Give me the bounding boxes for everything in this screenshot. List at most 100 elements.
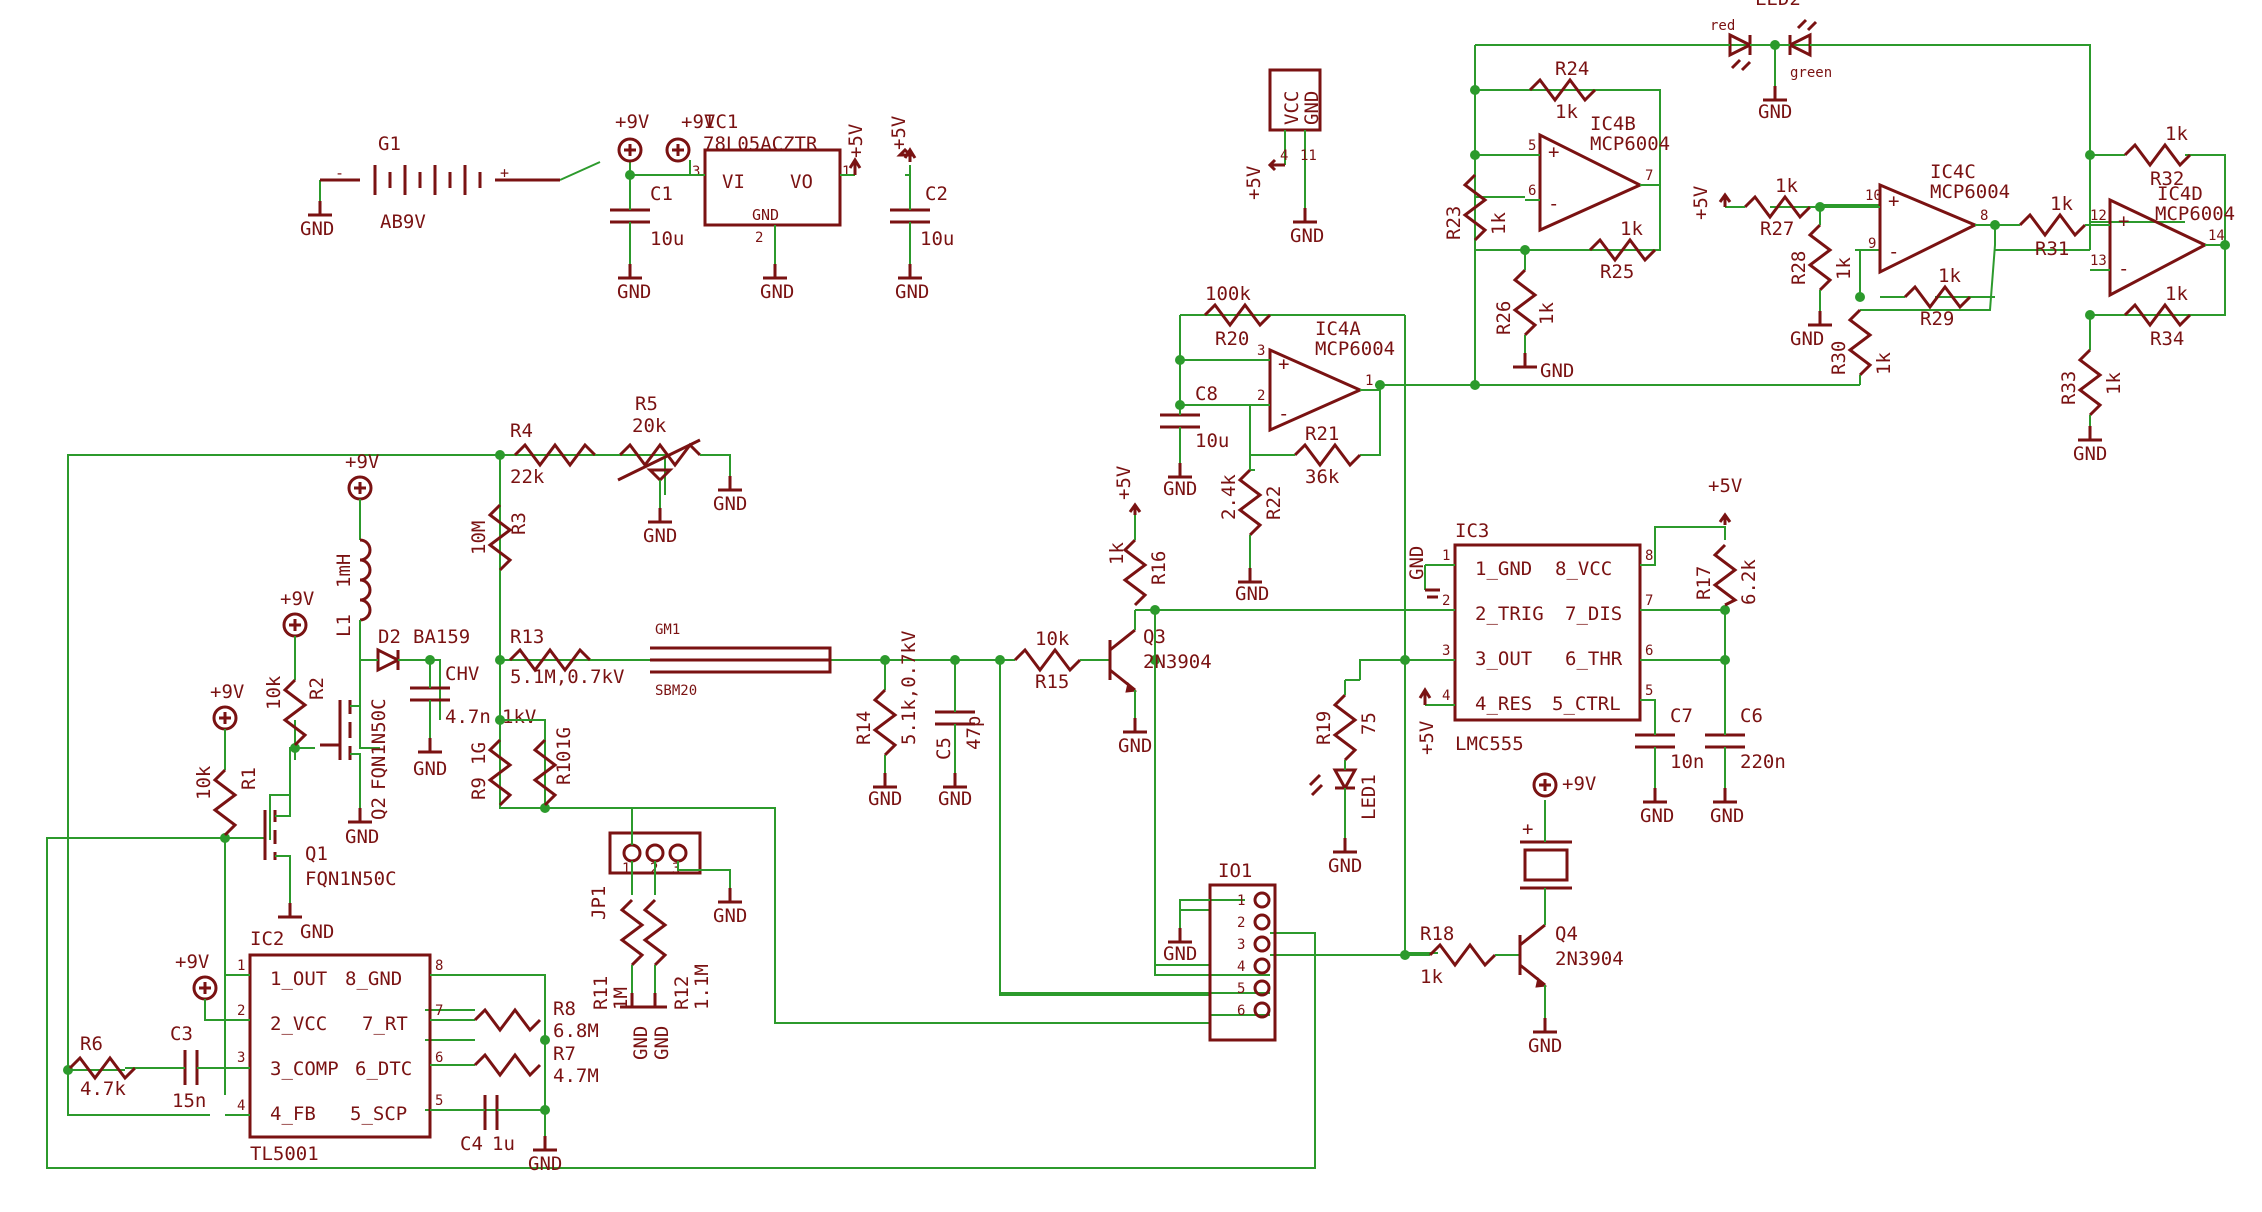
capacitor-c4: GND C4 1u	[460, 1095, 562, 1175]
resistor-r34: 1k R34	[2123, 283, 2192, 350]
svg-text:2: 2	[755, 230, 763, 246]
svg-text:8: 8	[435, 958, 443, 974]
svg-text:+9V: +9V	[345, 451, 379, 473]
svg-text:5_CTRL: 5_CTRL	[1552, 693, 1621, 715]
svg-text:11: 11	[1300, 148, 1317, 164]
svg-text:R24: R24	[1555, 58, 1589, 80]
resistor-r22: GND R22 2.4k	[1218, 455, 1285, 605]
svg-text:R4: R4	[510, 420, 533, 442]
svg-text:C3: C3	[170, 1023, 193, 1045]
svg-text:GND: GND	[1290, 225, 1324, 247]
potentiometer-r5: GND R5 20k GND	[595, 393, 747, 547]
svg-text:4_RES: 4_RES	[1475, 693, 1532, 715]
svg-text:1u: 1u	[492, 1133, 515, 1155]
svg-text:1k: 1k	[2165, 283, 2188, 305]
svg-text:8: 8	[1980, 208, 1988, 224]
transistor-q3: GND Q3 2N3904	[1108, 610, 1212, 757]
svg-text:R27: R27	[1760, 218, 1794, 240]
svg-text:R15: R15	[1035, 671, 1069, 693]
svg-text:R23: R23	[1443, 206, 1465, 240]
svg-text:+9V: +9V	[210, 681, 244, 703]
svg-text:2_VCC: 2_VCC	[270, 1013, 327, 1035]
svg-text:R8: R8	[553, 998, 576, 1020]
svg-text:Q4: Q4	[1555, 923, 1578, 945]
svg-text:1_OUT: 1_OUT	[270, 968, 327, 990]
svg-text:MCP6004: MCP6004	[1590, 133, 1670, 155]
svg-text:5.1k,0.7kV: 5.1k,0.7kV	[898, 631, 920, 745]
svg-text:R13: R13	[510, 626, 544, 648]
svg-text:TL5001: TL5001	[250, 1143, 319, 1165]
resistor-r2: R2 10k	[263, 675, 328, 747]
transistor-q4: GND Q4 2N3904	[1518, 905, 1624, 1057]
svg-text:4.7M: 4.7M	[553, 1065, 599, 1087]
svg-text:2.4k: 2.4k	[1218, 474, 1240, 520]
resistor-r32: 1k R32	[2123, 123, 2192, 190]
capacitor-c2: +5V C2 10u GND	[888, 116, 954, 303]
svg-text:+: +	[1522, 818, 1533, 840]
svg-text:+9V: +9V	[1562, 773, 1596, 795]
svg-text:1_GND: 1_GND	[1475, 558, 1532, 580]
svg-text:GND: GND	[1758, 101, 1792, 123]
svg-text:red: red	[1710, 18, 1735, 34]
svg-text:6: 6	[1237, 1003, 1245, 1019]
svg-text:6.8M: 6.8M	[553, 1020, 599, 1042]
svg-text:10n: 10n	[1670, 751, 1704, 773]
svg-text:R11: R11	[590, 976, 612, 1010]
svg-text:9: 9	[1868, 236, 1876, 252]
svg-text:GND: GND	[300, 921, 334, 943]
capacitor-c6: GND C6 220n	[1705, 660, 1786, 827]
svg-text:10u: 10u	[650, 228, 684, 250]
svg-text:GM1: GM1	[655, 622, 680, 638]
resistor-r33: GND R33 1k	[2058, 348, 2125, 465]
svg-text:+: +	[1278, 353, 1289, 375]
svg-text:1k: 1k	[1833, 257, 1855, 280]
svg-text:-: -	[1888, 241, 1899, 263]
svg-text:GND: GND	[1301, 91, 1323, 125]
mosfet-q1: GND Q1 FQN1N50C	[263, 795, 397, 943]
inductor-l1: L1 1mH	[333, 538, 372, 660]
resistor-r15: 10k R15	[1013, 628, 1110, 693]
svg-text:3: 3	[1442, 643, 1450, 659]
resistor-r19: R19 75	[1313, 679, 1380, 762]
svg-text:10u: 10u	[1195, 430, 1229, 452]
svg-text:1: 1	[622, 861, 630, 877]
supply-9v-r2: +9V	[280, 588, 314, 680]
svg-text:2N3904: 2N3904	[1143, 651, 1212, 673]
svg-text:7_DIS: 7_DIS	[1565, 603, 1622, 625]
svg-text:22k: 22k	[510, 466, 545, 488]
connector-io1: IO1 123 456 GND	[1163, 860, 1277, 1042]
svg-text:VO: VO	[790, 171, 813, 193]
resistor-r31: 1k R31	[1995, 193, 2105, 260]
opamp-ic4a: +- 321 IC4A MCP6004	[1255, 318, 1395, 433]
svg-text:1k: 1k	[1420, 966, 1443, 988]
svg-text:75: 75	[1358, 712, 1380, 735]
supply-9v-l1: +9V	[345, 451, 379, 540]
svg-text:VI: VI	[722, 171, 745, 193]
svg-text:1k: 1k	[1555, 101, 1578, 123]
svg-text:6: 6	[1645, 643, 1653, 659]
svg-text:BA159: BA159	[413, 626, 470, 648]
wires	[46, 44, 2226, 1169]
svg-text:GND: GND	[528, 1153, 562, 1175]
svg-text:1: 1	[1442, 548, 1450, 564]
svg-text:4: 4	[237, 1098, 245, 1114]
svg-text:-: -	[1278, 403, 1289, 425]
svg-text:10k: 10k	[193, 765, 215, 800]
resistor-r14: GND R14 5.1k,0.7kV	[853, 631, 920, 810]
svg-text:+5V: +5V	[888, 116, 910, 150]
svg-text:IC4A: IC4A	[1315, 318, 1361, 340]
battery-g1: G1 AB9V -+ GND	[300, 133, 560, 240]
resistor-r13: R13 5.1M,0.7kV	[508, 626, 650, 688]
mosfet-q2: GND Q2 FQN1N50C	[320, 660, 390, 848]
svg-text:2: 2	[1237, 915, 1245, 931]
svg-text:+: +	[1888, 190, 1899, 212]
svg-text:100k: 100k	[1205, 283, 1251, 305]
svg-text:IC1: IC1	[704, 111, 738, 133]
resistor-r23: R23 1k	[1443, 173, 1510, 242]
svg-text:36k: 36k	[1305, 466, 1340, 488]
svg-text:Q1: Q1	[305, 843, 328, 865]
svg-text:GND: GND	[1640, 805, 1674, 827]
capacitor-c1: C1 10u GND	[610, 175, 684, 303]
svg-text:-: -	[335, 164, 344, 182]
